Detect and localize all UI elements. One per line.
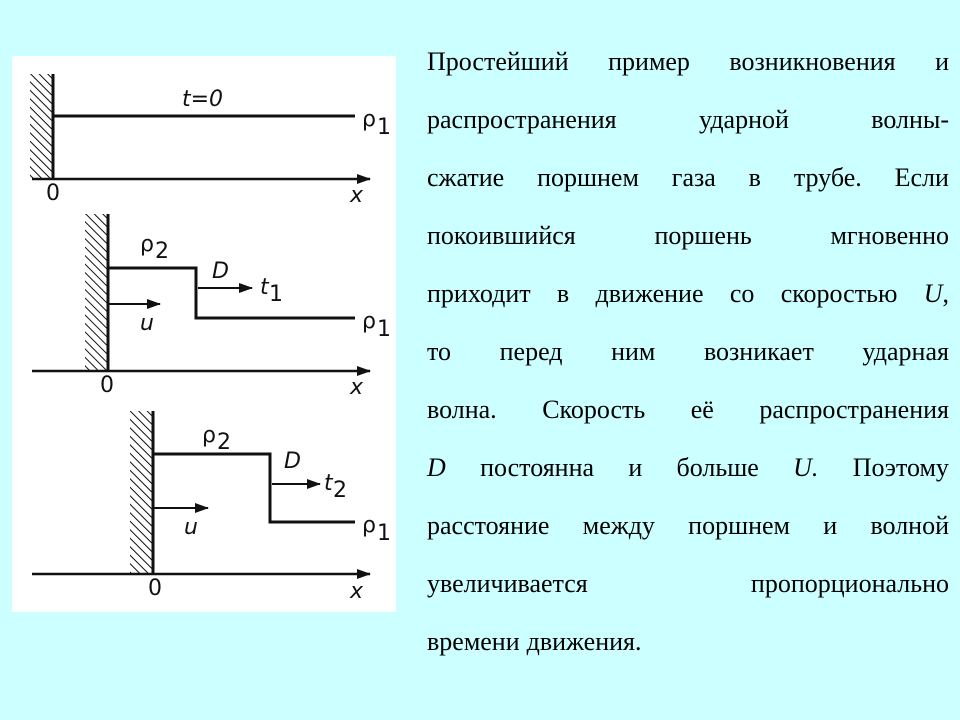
text-word: Если <box>894 163 949 192</box>
text-word: поршень <box>654 221 752 250</box>
text-word: D <box>427 453 446 482</box>
text-word: то <box>427 337 452 366</box>
density-rho1-sub-1: 1 <box>377 115 391 140</box>
text-line: сжатие поршнем газа в трубе. Если <box>427 149 949 207</box>
density-rho1-label-2: ρ <box>362 309 376 334</box>
text-word: и <box>935 47 949 76</box>
text-word: в <box>748 163 761 192</box>
text-line: приходит в движение со скоростью U, <box>427 265 949 323</box>
text-word: Скорость <box>542 395 646 424</box>
density-rho1-label-1: ρ <box>362 107 376 132</box>
time-t1-label-2: t <box>260 275 270 300</box>
text-line: волна. Скорость её распространения <box>427 381 949 439</box>
text-word: мгновенно <box>830 221 949 250</box>
text-word: распространения <box>759 395 949 424</box>
text-word: Простейший <box>427 47 569 76</box>
x-label-1: x <box>349 183 364 208</box>
text-line: то перед ним возникает ударная <box>427 323 949 381</box>
time-t1-sub-2: 1 <box>269 282 283 307</box>
text-word: приходит <box>427 279 531 308</box>
piston-2 <box>85 214 107 371</box>
density-rho2-label-2: ρ <box>140 232 154 257</box>
density-rho2-label-3: ρ <box>202 423 216 448</box>
density-rho1-label-3: ρ <box>362 513 376 538</box>
text-word: Поэтому <box>852 453 949 482</box>
text-line: распространения ударной волны- <box>427 91 949 149</box>
text-word: ним <box>611 337 656 366</box>
text-line: увеличивается пропорционально <box>427 555 949 613</box>
text-word: U. <box>793 453 819 482</box>
text-word: газа <box>671 163 716 192</box>
text-word: возникновения <box>729 47 896 76</box>
text-line: расстояние между поршнем и волной <box>427 497 949 555</box>
text-word: сжатие <box>427 163 505 192</box>
text-word: расстояние <box>427 511 550 540</box>
time-t2-sub-3: 2 <box>333 478 347 503</box>
shock-wave-diagram: t=0 ρ 1 0 x ρ 2 D t 1 u ρ 1 <box>30 74 391 604</box>
piston-velocity-label-3: u <box>184 515 198 540</box>
x-label-3: x <box>349 579 364 604</box>
text-word: между <box>582 511 655 540</box>
panel-3: ρ 2 D t 2 u ρ 1 0 x <box>32 411 391 604</box>
text-word: покоившийся <box>427 221 576 250</box>
text-line: покоившийся поршень мгновенно <box>427 207 949 265</box>
text-word: волна. <box>427 395 497 424</box>
text-word: со <box>729 279 755 308</box>
text-word: времени <box>427 627 520 656</box>
piston-3 <box>130 411 152 574</box>
text-word: пример <box>608 47 690 76</box>
text-word: в <box>556 279 570 308</box>
text-word: ударная <box>862 337 949 366</box>
piston-1 <box>30 74 52 179</box>
piston-velocity-label-2: u <box>140 311 154 336</box>
text-word: и <box>628 453 643 482</box>
text-line: Простейший пример возникновения и <box>427 33 949 91</box>
panel-1: t=0 ρ 1 0 x <box>30 74 391 208</box>
density-profile-3 <box>153 452 355 524</box>
origin-label-2: 0 <box>100 373 114 398</box>
text-word: волной <box>870 511 949 540</box>
density-rho1-sub-3: 1 <box>377 521 391 546</box>
text-word: волны- <box>871 105 949 134</box>
text-word: больше <box>676 453 759 482</box>
front-d-label-3: D <box>284 449 301 474</box>
text-word: движения. <box>526 627 642 656</box>
text-word: трубе. <box>793 163 862 192</box>
text-word: постоянна <box>480 453 595 482</box>
front-d-label-2: D <box>212 259 229 284</box>
density-profile-2 <box>108 266 355 320</box>
x-label-2: x <box>349 375 364 400</box>
text-word: её <box>690 395 714 424</box>
density-rho1-sub-2: 1 <box>377 317 391 342</box>
text-word: пропорционально <box>750 569 949 598</box>
text-word: ударной <box>698 105 789 134</box>
text-word: перед <box>499 337 563 366</box>
time-t2-label-3: t <box>324 471 334 496</box>
text-word: возникает <box>703 337 814 366</box>
text-word: поршнем <box>688 511 791 540</box>
text-word: распространения <box>427 105 617 134</box>
text-word: поршнем <box>537 163 639 192</box>
shock-wave-figure: t=0 ρ 1 0 x ρ 2 D t 1 u ρ 1 <box>12 56 396 612</box>
density-rho2-sub-2: 2 <box>155 239 169 264</box>
explanation-text: Простейший пример возникновения и распростр… <box>427 33 949 671</box>
panel-2: ρ 2 D t 1 u ρ 1 0 x <box>32 214 391 400</box>
text-word: скоростью <box>780 279 898 308</box>
text-word: и <box>823 511 838 540</box>
text-word: U, <box>923 279 949 308</box>
density-rho2-sub-3: 2 <box>217 430 231 455</box>
text-word: движение <box>595 279 704 308</box>
origin-label-1: 0 <box>46 181 60 206</box>
time-label-1: t=0 <box>182 87 223 112</box>
text-word: увеличивается <box>427 569 588 598</box>
origin-label-3: 0 <box>148 576 162 601</box>
